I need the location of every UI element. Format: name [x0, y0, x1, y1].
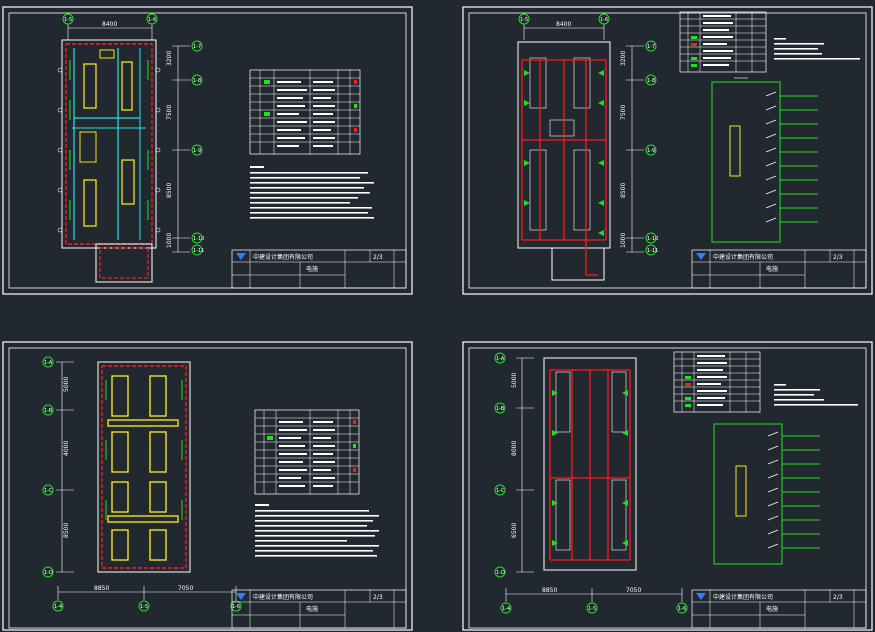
- dim-left-4b: 8000: [511, 441, 518, 456]
- axis-label: 1-5: [520, 17, 528, 23]
- axis-label: 1-6: [678, 606, 686, 612]
- legend-table-1: [249, 69, 361, 155]
- title-block-4: 中建设计集团有限公司 电施 2/3: [691, 589, 867, 629]
- drawing-stamp: 电施: [766, 265, 778, 273]
- floor-plan-1: [57, 39, 161, 283]
- dim-left-4a: 5000: [511, 373, 518, 388]
- axis-label: 1-7: [647, 44, 655, 50]
- axis-label: 1-11: [193, 248, 204, 254]
- dim-left-4c: 6500: [511, 523, 518, 538]
- dim-right-2b: 7500: [620, 105, 627, 120]
- axis-label: 1-10: [193, 236, 204, 242]
- legend-table-4: [673, 351, 761, 413]
- company-name: 中建设计集团有限公司: [713, 253, 773, 261]
- sheet-2: 8400 3200 7500 8500 1000 1-5 1-6 1-7 1-8…: [462, 6, 873, 295]
- axis-label: 1-C: [496, 488, 505, 494]
- company-name: 中建设计集团有限公司: [713, 593, 773, 601]
- floor-plan-3: [97, 361, 191, 573]
- drawing-stamp: 电施: [766, 605, 778, 613]
- axis-label: 1-7: [193, 44, 201, 50]
- company-name: 中建设计集团有限公司: [253, 593, 313, 601]
- sheet-1: 8400 3200 7500 8500 1000 1-5 1-6 1-7 1-8…: [2, 6, 413, 295]
- axis-label: 1-9: [193, 148, 201, 154]
- dim-right-2a: 3200: [620, 51, 627, 66]
- axis-label: 1-D: [44, 570, 53, 576]
- axis-label: 1-6: [232, 604, 240, 610]
- axis-label: 1-B: [496, 406, 505, 412]
- legend-table-3: [254, 409, 360, 495]
- dim-right-2d: 1000: [620, 233, 627, 248]
- title-block-2: 中建设计集团有限公司 电施 2/3: [691, 249, 867, 289]
- sheet-number: 2/3: [373, 254, 383, 261]
- axis-label: 1-8: [193, 78, 201, 84]
- title-block-3: 中建设计集团有限公司 电施 2/3: [231, 589, 407, 629]
- dim-left-3c: 8500: [63, 523, 70, 538]
- title-block-1: 中建设计集团有限公司 电施 2/3: [231, 249, 407, 289]
- dim-top-1: 8400: [102, 21, 117, 28]
- company-name: 中建设计集团有限公司: [253, 253, 313, 261]
- legend-table-2: [679, 11, 767, 73]
- dim-bottom-4a: 8850: [542, 587, 557, 594]
- distribution-diagram-4: [713, 423, 820, 565]
- axis-label: 1-4: [502, 606, 510, 612]
- dim-bottom-4b: 7050: [626, 587, 641, 594]
- sheet-number: 2/3: [833, 254, 843, 261]
- axis-label: 1-6: [148, 17, 156, 23]
- axis-label: 1-D: [496, 570, 505, 576]
- dimension-lines-1: [67, 24, 190, 253]
- sheet-number: 2/3: [833, 594, 843, 601]
- axis-label: 1-B: [44, 408, 53, 414]
- dim-bottom-3b: 7050: [178, 585, 193, 592]
- axis-label: 1-4: [54, 604, 62, 610]
- axis-label: 1-C: [44, 488, 53, 494]
- distribution-diagram-2: [711, 77, 818, 243]
- floor-plan-4: [543, 357, 637, 571]
- axis-label: 1-11: [647, 248, 658, 254]
- axis-label: 1-6: [600, 17, 608, 23]
- axis-label: 1-5: [140, 604, 148, 610]
- axis-label: 1-A: [496, 356, 505, 362]
- dim-right-1a: 3200: [166, 51, 173, 66]
- dim-top-2: 8400: [556, 21, 571, 28]
- sheet-3: 5000 4000 8500 8850 7050 1-A 1-B 1-C 1-D…: [2, 341, 413, 631]
- drawing-stamp: 电施: [306, 605, 318, 613]
- dim-right-1c: 8500: [166, 183, 173, 198]
- axis-label: 1-8: [647, 78, 655, 84]
- drawing-stamp: 电施: [306, 265, 318, 273]
- sheet-4: 5000 8000 6500 8850 7050 1-A 1-B 1-C 1-D…: [462, 341, 873, 631]
- axis-label: 1-A: [44, 360, 53, 366]
- axis-label: 1-5: [588, 606, 596, 612]
- axis-label: 1-5: [64, 17, 72, 23]
- floor-plan-2: [517, 41, 611, 281]
- dim-right-1d: 1000: [166, 233, 173, 248]
- dim-left-3b: 4000: [63, 441, 70, 456]
- dim-bottom-3a: 8850: [94, 585, 109, 592]
- axis-label: 1-10: [647, 236, 658, 242]
- notes-1: [250, 166, 374, 219]
- dim-left-3a: 5000: [63, 377, 70, 392]
- dim-right-2c: 8500: [620, 183, 627, 198]
- axis-label: 1-9: [647, 148, 655, 154]
- dim-right-1b: 7500: [166, 105, 173, 120]
- sheet-number: 2/3: [373, 594, 383, 601]
